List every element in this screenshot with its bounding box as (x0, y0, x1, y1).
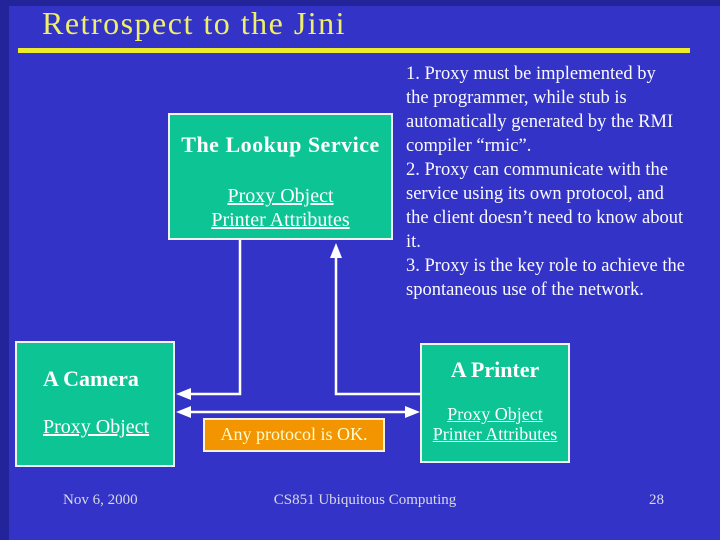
camera-title: A Camera (43, 366, 139, 391)
note-item-1: 1. Proxy must be implemented by the prog… (406, 64, 674, 156)
slide-left-edge-shade (0, 0, 9, 540)
camera-proxy-object-label: Proxy Object (43, 416, 150, 438)
camera-box: A Camera Proxy Object (15, 341, 175, 467)
note-item-3: 3. Proxy is the key role to achieve the … (406, 256, 685, 300)
printer-printer-attributes-label: Printer Attributes (432, 424, 558, 444)
slide-top-edge-shade (0, 0, 720, 6)
lookup-service-title: The Lookup Service (181, 132, 380, 157)
arrow-lookup-to-camera (176, 240, 242, 400)
arrow-camera-printer-bidirectional (176, 406, 420, 418)
title-underline-rule (18, 48, 690, 53)
lookup-proxy-object-label: Proxy Object (227, 185, 334, 207)
lookup-service-box: The Lookup Service Proxy Object Printer … (168, 113, 393, 240)
footer-page-number: 28 (649, 492, 664, 508)
protocol-note-box: Any protocol is OK. (203, 418, 385, 452)
notes-block: 1. Proxy must be implemented by the prog… (406, 62, 720, 302)
footer-date: Nov 6, 2000 (63, 492, 138, 508)
printer-box: A Printer Proxy Object Printer Attribute… (420, 343, 570, 463)
page-title: Retrospect to the Jini (42, 5, 347, 41)
lookup-printer-attributes-label: Printer Attributes (211, 209, 350, 231)
printer-title: A Printer (450, 357, 540, 382)
footer-course: CS851 Ubiquitous Computing (273, 492, 457, 508)
printer-proxy-object-label: Proxy Object (447, 404, 543, 424)
note-item-2: 2. Proxy can communicate with the servic… (406, 160, 684, 252)
